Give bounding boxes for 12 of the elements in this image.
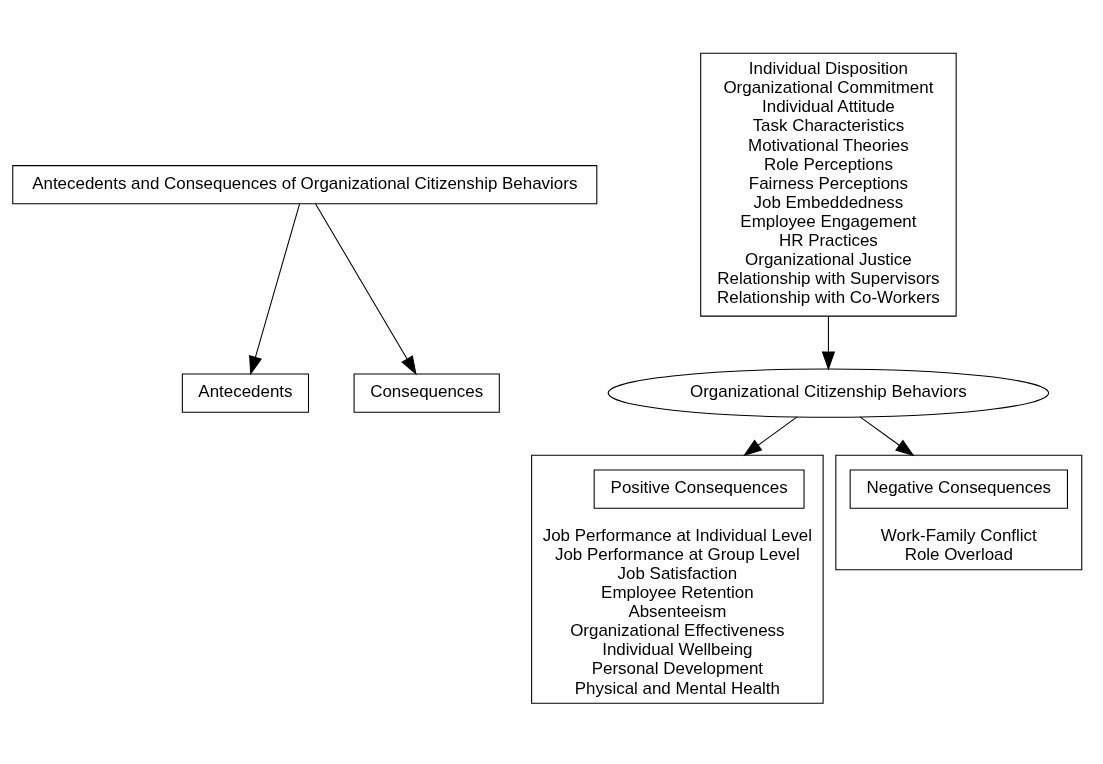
node-box: Antecedents [181,373,310,413]
node-ellipse: Organizational Citizenship Behaviors [607,367,1050,418]
arrow [743,415,798,456]
arrow [859,415,915,456]
node-box: Negative Consequences [849,469,1068,509]
arrow [315,203,417,375]
node-box: Antecedents and Consequences of Organizational Citizenship Behaviors [12,164,598,204]
node-box: Consequences [353,373,500,413]
arrow [249,203,301,375]
node-box: Positive Consequences [593,469,805,509]
node-box: Individual Disposition Organizational Commitment Individual Attitude Task Characteristics Motivational Theories Role Perceptions Fairness Perceptions Job Embeddedness Employee Engagement HR Practices Organizational Justice Relationship with Supervisors Relationship with Co-Workers [700,52,957,317]
arrow [821,315,836,371]
